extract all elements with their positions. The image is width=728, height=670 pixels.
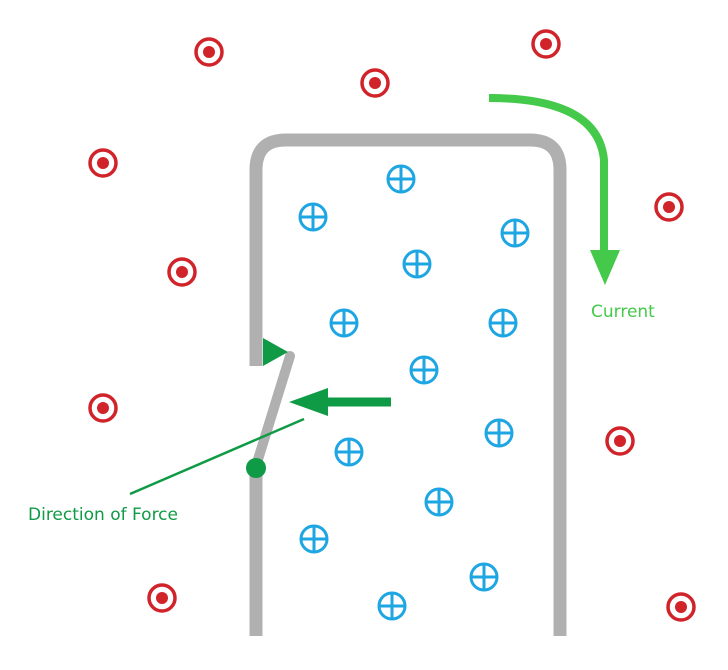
current-label: Current xyxy=(591,302,655,322)
current-arrowhead-icon xyxy=(590,250,620,285)
wire-upper-segment xyxy=(249,133,567,636)
field-into-page-icon xyxy=(386,164,416,194)
field-into-page-icon xyxy=(298,202,328,232)
field-out-of-page-icon xyxy=(194,37,224,67)
wire-loop xyxy=(249,133,567,636)
field-into-page-icon xyxy=(299,524,329,554)
field-into-page-symbols xyxy=(298,164,530,621)
force-arrow xyxy=(289,388,391,416)
field-out-of-page-icon xyxy=(360,68,390,98)
field-out-of-page-icon xyxy=(531,29,561,59)
field-into-page-icon xyxy=(484,418,514,448)
force-arrowhead-icon xyxy=(289,388,328,416)
field-into-page-icon xyxy=(402,249,432,279)
direction-of-force-label: Direction of Force xyxy=(28,505,178,525)
field-out-of-page-icon xyxy=(147,583,177,613)
current-arrow-shaft xyxy=(488,94,608,255)
field-out-of-page-symbols xyxy=(88,29,696,622)
field-into-page-icon xyxy=(424,487,454,517)
field-out-of-page-icon xyxy=(167,257,197,287)
field-into-page-icon xyxy=(500,218,530,248)
switch-contact-triangle-icon xyxy=(263,338,288,366)
switch-pivot-dot-icon xyxy=(246,458,266,478)
field-out-of-page-icon xyxy=(88,393,118,423)
field-into-page-icon xyxy=(488,308,518,338)
force-label-leader-line xyxy=(129,417,305,496)
field-out-of-page-icon xyxy=(666,592,696,622)
wire-switch-bar xyxy=(251,351,295,471)
field-into-page-icon xyxy=(329,308,359,338)
field-out-of-page-icon xyxy=(88,148,118,178)
field-into-page-icon xyxy=(409,355,439,385)
field-into-page-icon xyxy=(377,591,407,621)
field-into-page-icon xyxy=(469,562,499,592)
field-out-of-page-icon xyxy=(654,192,684,222)
field-into-page-icon xyxy=(334,437,364,467)
current-arrow xyxy=(488,94,620,285)
field-out-of-page-icon xyxy=(605,426,635,456)
